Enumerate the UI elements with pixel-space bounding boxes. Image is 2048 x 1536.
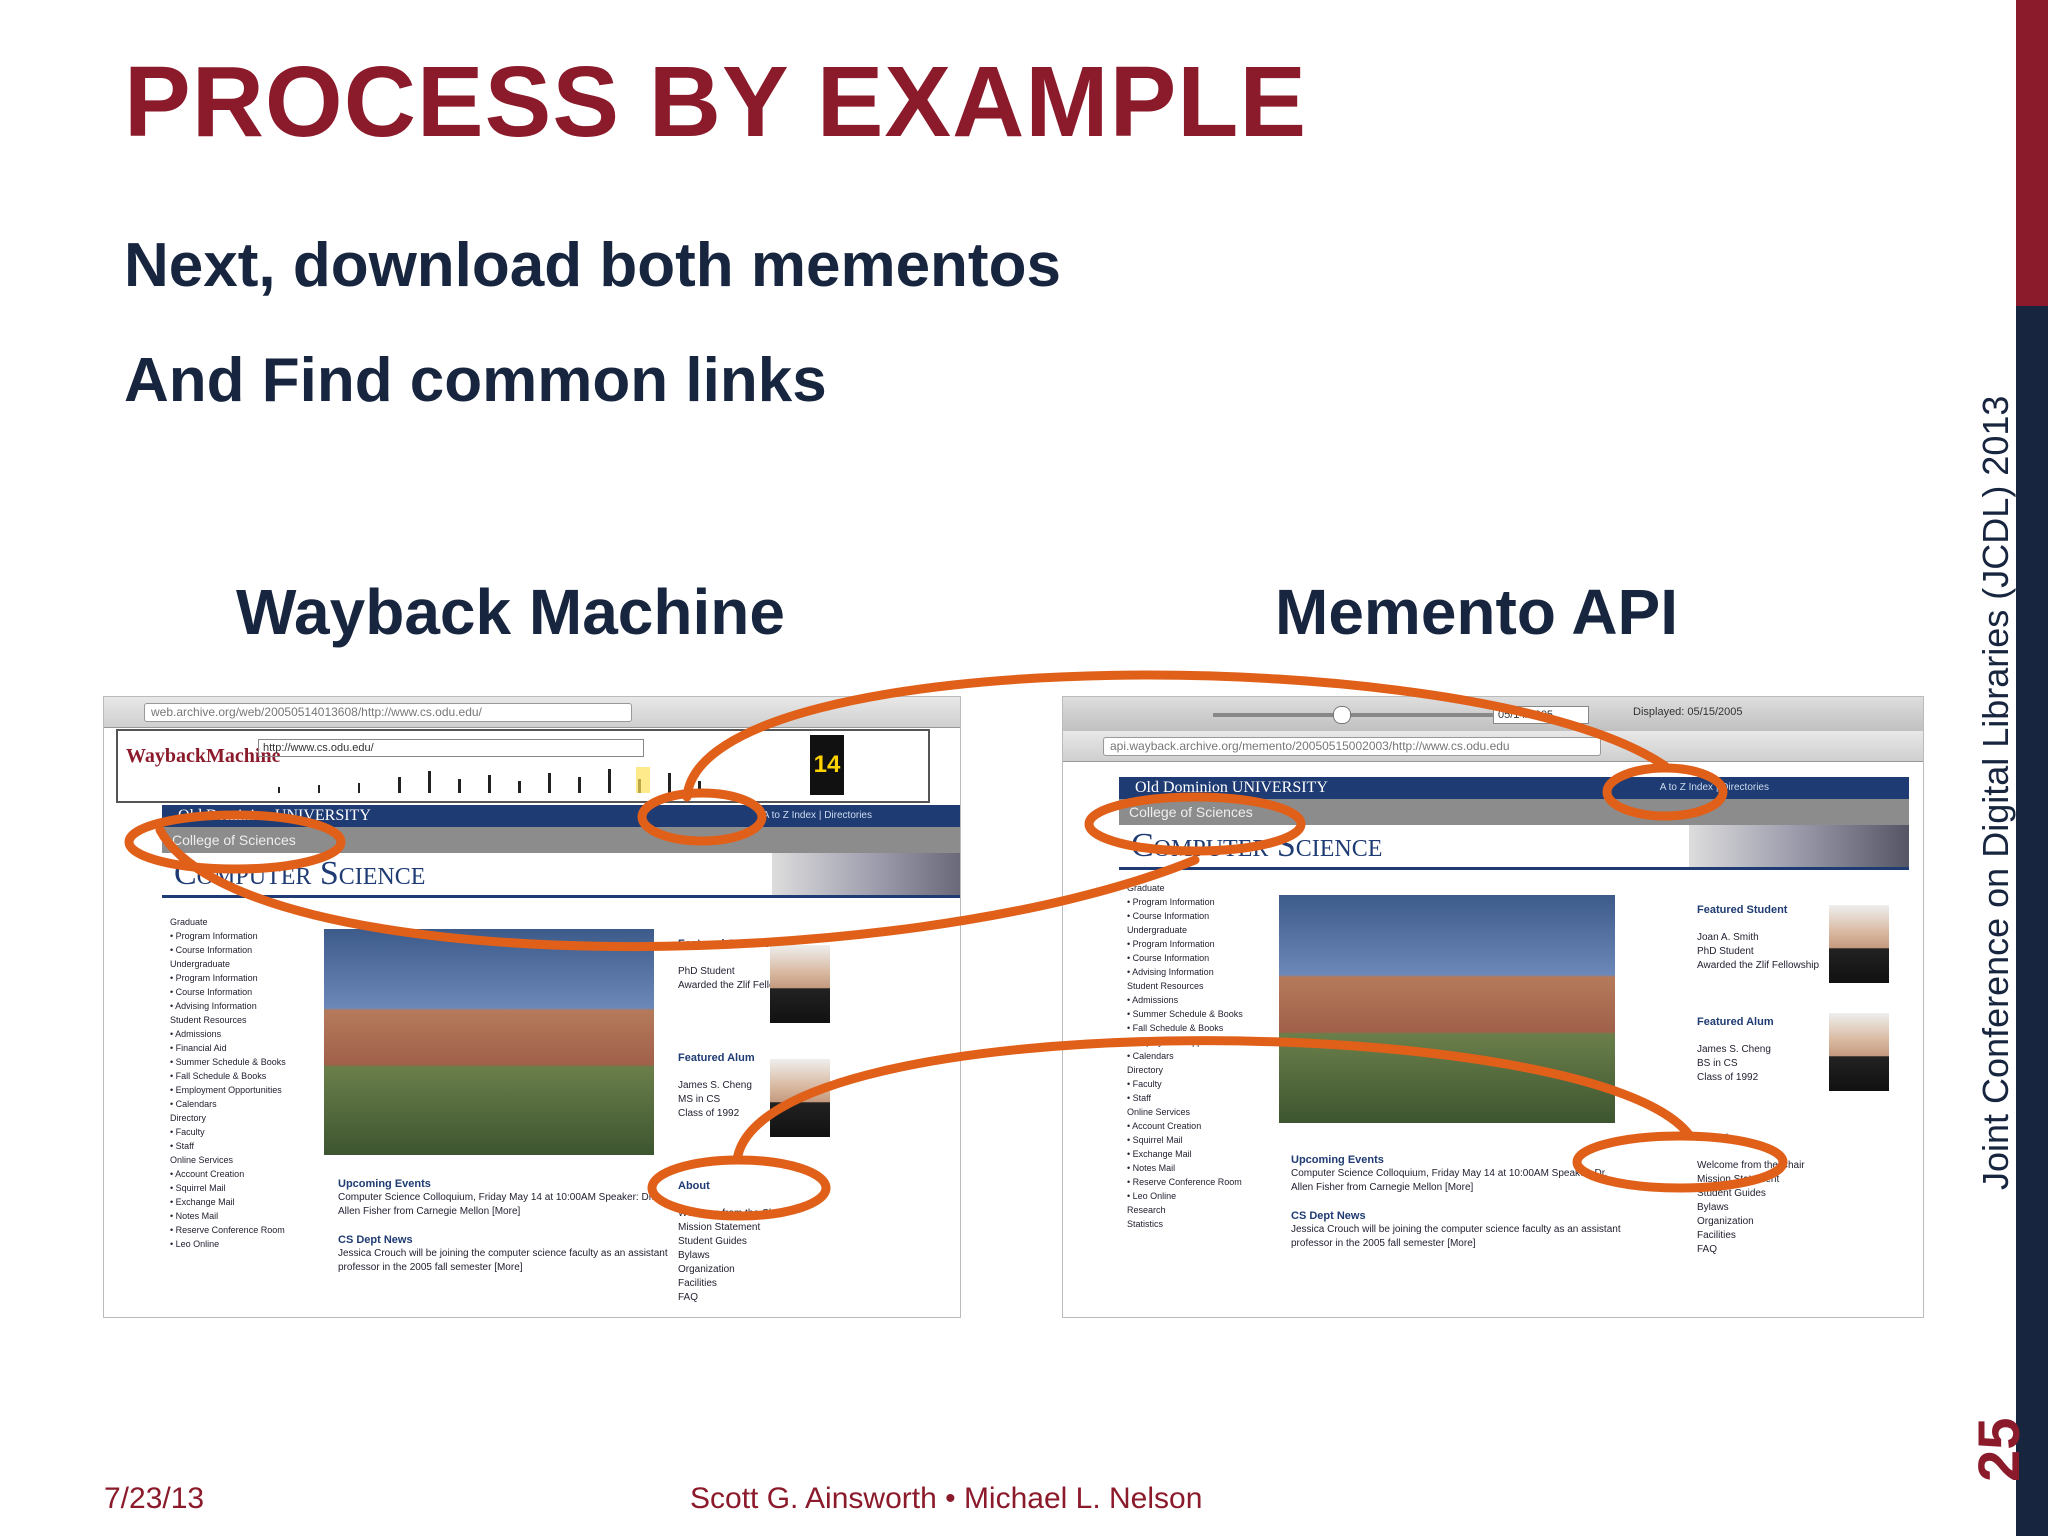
displayed-date: Displayed: 05/15/2005 [1633,706,1743,718]
alum-block: Featured Alum James S. Cheng BS in CS Cl… [1697,1001,1837,1099]
sidebar-accent-red [2016,0,2048,306]
college-link: College of Sciences [162,827,960,853]
about-block: About Welcome from the Chair Mission Sta… [678,1165,828,1317]
memento-site: Old Dominion UNIVERSITY A to Z Index | D… [1119,777,1909,1317]
student-photo [770,945,830,1023]
footer-date: 7/23/13 [104,1482,205,1515]
time-slider-knob [1333,706,1351,724]
capture-histogram [278,767,701,793]
sidebar-accent-navy [2016,306,2048,1536]
news-title: CS Dept News [1291,1210,1366,1222]
alum-photo [770,1059,830,1137]
dept-header-image [1689,825,1909,867]
slide-title: PROCESS BY EXAMPLE [124,46,1308,158]
page-number: 25 [1967,1417,2032,1482]
wayback-site: Old Dominion UNIVERSITY A to Z Index | D… [162,805,960,1317]
time-slider [1213,713,1533,717]
wayback-screenshot: web.archive.org/web/20050514013608/http:… [103,696,961,1318]
featured-alum-text: James S. Cheng BS in CS Class of 1992 [1697,1044,1771,1083]
site-sidebar: Graduate • Program Information • Course … [1127,883,1243,1229]
browser-toolbar: web.archive.org/web/20050514013608/http:… [104,697,960,728]
bullet-find-links: And Find common links [124,346,827,415]
news-text: Jessica Crouch will be joining the compu… [338,1248,668,1273]
bullet-download: Next, download both mementos [124,231,1061,300]
site-banner: Old Dominion UNIVERSITY [1119,777,1909,799]
about-items: Welcome from the Chair Mission Statement… [678,1208,786,1303]
student-photo [1829,905,1889,983]
featured-alum-title: Featured Alum [1697,1016,1774,1028]
calendar-day: 14 [810,735,844,795]
college-link: College of Sciences [1119,799,1909,825]
address-bar: api.wayback.archive.org/memento/20050515… [1103,737,1601,756]
events-title: Upcoming Events [1291,1154,1384,1166]
events-title: Upcoming Events [338,1178,431,1190]
about-title: About [678,1180,710,1192]
building-photo [1279,895,1615,1123]
label-wayback: Wayback Machine [236,576,785,648]
about-block: About Welcome from the Chair Mission Sta… [1697,1117,1837,1271]
address-bar: web.archive.org/web/20050514013608/http:… [144,703,632,722]
conference-label: Joint Conference on Digital Libraries (J… [1975,395,2016,1190]
dept-header-image [772,853,960,895]
about-title: About [1697,1132,1729,1144]
featured-student-title: Featured Student [1697,904,1788,916]
label-memento: Memento API [1275,576,1678,648]
memento-toolbar: 05/14/2005 Displayed: 05/15/2005 [1063,697,1923,732]
wayback-logo: WaybackMachine [126,745,281,767]
featured-student-text: Joan A. Smith PhD Student Awarded the Zl… [1697,932,1820,971]
site-nav: A to Z Index | Directories [1659,782,1769,793]
wayback-url-field: http://www.cs.odu.edu/ [258,739,644,757]
alum-photo [1829,1013,1889,1091]
site-sidebar: Graduate • Program Information • Course … [170,917,286,1249]
building-photo [324,929,654,1155]
featured-block: Featured Student Joan A. Smith PhD Stude… [1697,889,1837,987]
about-items: Welcome from the Chair Mission Statement… [1697,1160,1805,1255]
events-block: Upcoming Events Computer Science Colloqu… [338,1177,668,1275]
news-title: CS Dept News [338,1234,413,1246]
wayback-toolbar: WaybackMachine http://www.cs.odu.edu/ 14 [116,729,930,803]
events-block: Upcoming Events Computer Science Colloqu… [1291,1153,1621,1251]
browser-toolbar: api.wayback.archive.org/memento/20050515… [1063,731,1923,762]
footer-authors: Scott G. Ainsworth • Michael L. Nelson [690,1482,1203,1515]
news-text: Jessica Crouch will be joining the compu… [1291,1224,1621,1249]
events-text: Computer Science Colloquium, Friday May … [1291,1168,1608,1193]
memento-screenshot: 05/14/2005 Displayed: 05/15/2005 api.way… [1062,696,1924,1318]
events-text: Computer Science Colloquium, Friday May … [338,1192,655,1217]
site-nav: A to Z Index | Directories [762,810,872,821]
requested-date: 05/14/2005 [1493,706,1589,724]
